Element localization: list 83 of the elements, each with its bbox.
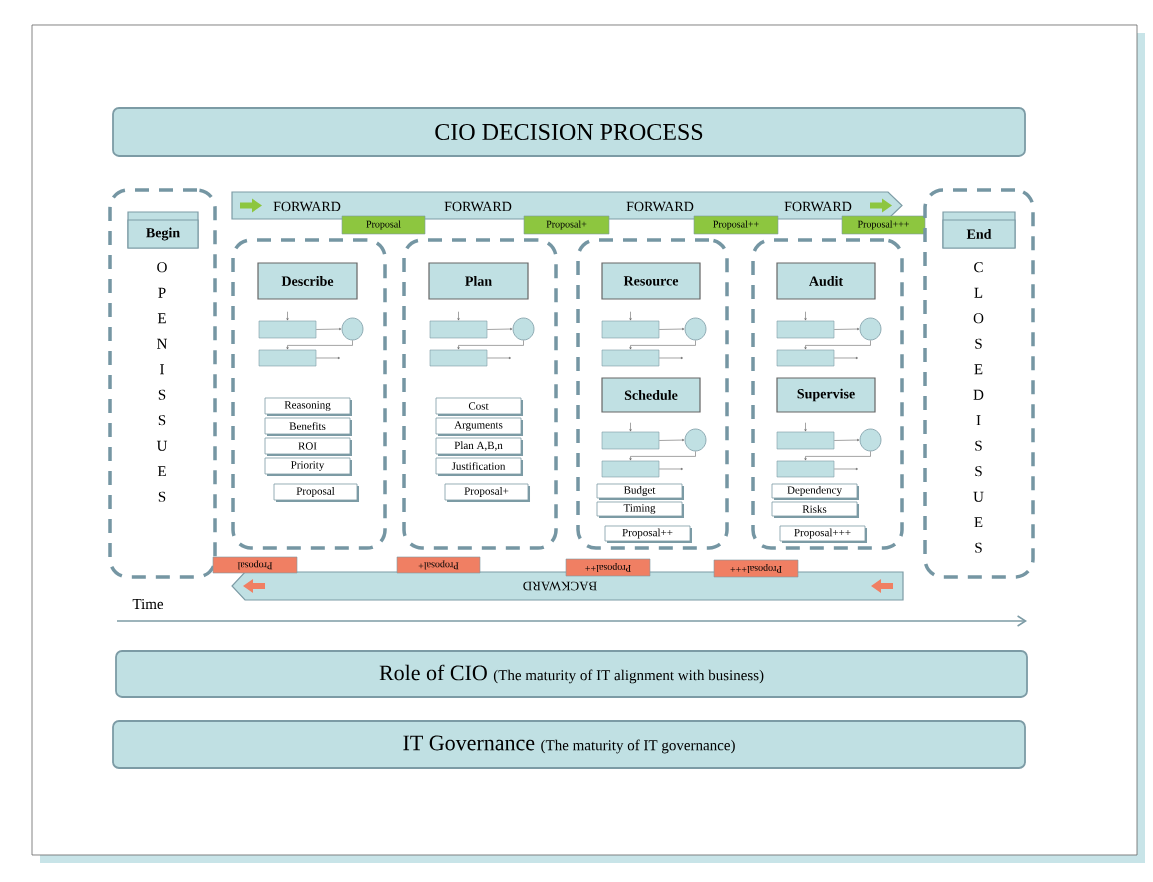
flow-circle [512, 317, 535, 341]
item-box: Benefits [264, 417, 352, 436]
arrow [316, 356, 340, 360]
flow-circle [859, 317, 882, 341]
step-box: Describe [257, 262, 358, 300]
flow-box [601, 349, 660, 367]
flow-circle [684, 428, 707, 452]
item-box: Plan A,B,n [435, 437, 523, 456]
proposal-tag: Proposal [341, 215, 426, 235]
item-box: Dependency [771, 483, 859, 500]
item-box: Cost [435, 397, 523, 416]
item-box: Proposal++ [604, 525, 692, 543]
arrow [804, 311, 807, 321]
forward-band: FORWARD FORWARD FORWARD FORWARD [231, 191, 903, 220]
arrow [629, 311, 632, 321]
item-box: Justification [435, 457, 523, 476]
arrow [487, 356, 511, 360]
item-box: Proposal+ [444, 483, 530, 502]
flow-circle [341, 317, 364, 341]
flow-circle [859, 428, 882, 452]
arrow [629, 340, 696, 350]
flow-box [776, 460, 835, 478]
item-box: Risks [771, 501, 859, 518]
dashed-frame [751, 238, 904, 550]
step-box: Audit [776, 262, 876, 300]
item-box: Arguments [435, 417, 523, 436]
proposal-tag: Proposal++ [693, 215, 779, 235]
band: IT Governance (The maturity of IT governance) [112, 720, 1026, 769]
step-box: Schedule [601, 377, 701, 413]
item-box: Budget [596, 483, 684, 500]
arrow [659, 438, 685, 442]
arrow [487, 327, 513, 331]
arrow [834, 327, 860, 331]
flow-box [429, 349, 488, 367]
flow-box [776, 349, 835, 367]
dashed-frame [576, 238, 729, 550]
proposal-tag: Proposal+ [396, 556, 481, 574]
step-box: End [942, 211, 1016, 249]
arrow [804, 422, 807, 432]
arrow [629, 451, 696, 461]
item-box: Proposal+++ [779, 525, 867, 543]
step-box: Resource [601, 262, 701, 300]
arrow [286, 311, 289, 321]
arrow [457, 311, 460, 321]
proposal-tag: Proposal++ [565, 558, 651, 577]
flow-box [601, 460, 660, 478]
flow-box [776, 320, 835, 339]
flow-box [601, 320, 660, 339]
band: Role of CIO (The maturity of IT alignment with business) [115, 650, 1028, 698]
arrow [659, 327, 685, 331]
flow-circle [684, 317, 707, 341]
proposal-tag: Proposal+ [523, 215, 610, 235]
proposal-tag: Proposal+++ [841, 215, 926, 235]
axis-label: Time [132, 598, 164, 610]
flow-box [258, 320, 317, 339]
item-box: Priority [264, 457, 352, 476]
proposal-tag: Proposal+++ [713, 559, 799, 578]
flow-box [429, 320, 488, 339]
arrow [629, 422, 632, 432]
step-box: Supervise [776, 377, 876, 413]
flow-box [601, 431, 660, 450]
arrow [457, 340, 524, 350]
arrow [834, 356, 858, 360]
arrow [659, 356, 683, 360]
arrow [316, 327, 342, 331]
dashed-frame [402, 238, 558, 550]
arrow [834, 467, 858, 471]
proposal-tag: Proposal [212, 556, 298, 574]
item-box: Timing [596, 501, 684, 518]
flow-box [258, 349, 317, 367]
title-band: CIO DECISION PROCESS [112, 107, 1026, 157]
item-box: Reasoning [264, 397, 352, 416]
step-box: Plan [428, 262, 529, 300]
arrow [834, 438, 860, 442]
item-box: ROI [264, 437, 352, 456]
step-box: Begin [127, 211, 199, 249]
item-box: Proposal [273, 483, 359, 502]
flow-box [776, 431, 835, 450]
dashed-frame [231, 238, 387, 550]
arrow [804, 340, 871, 350]
arrow [286, 340, 353, 350]
arrow [804, 451, 871, 461]
arrow [659, 467, 683, 471]
